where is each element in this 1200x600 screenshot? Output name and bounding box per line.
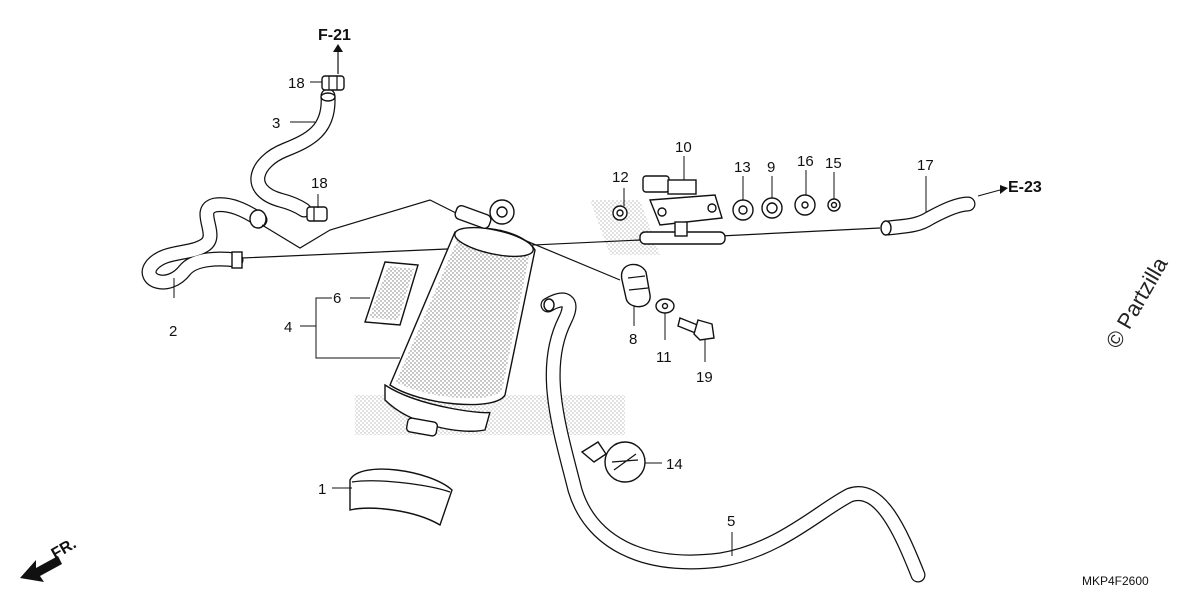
watermark-text: © Partzilla [1101,252,1173,352]
hose-clip-upper [321,75,345,91]
collar-part-15 [827,198,841,212]
callout-18-upper: 18 [288,75,305,92]
callout-16: 16 [797,153,814,170]
callout-14: 14 [666,456,683,473]
callout-15: 15 [825,155,842,172]
callout-19: 19 [696,369,713,386]
callout-6: 6 [333,290,341,307]
callout-17: 17 [917,157,934,174]
cushion-part-6 [364,261,419,326]
hose-clamp-part-14 [580,441,646,483]
callout-12: 12 [612,169,629,186]
collar-part-11 [655,298,675,314]
front-arrow-icon [20,556,62,582]
callout-9: 9 [767,159,775,176]
callout-4: 4 [284,319,292,336]
canister-part-4 [384,199,536,437]
canister-band-part-1 [349,468,453,527]
washer-part-16 [794,194,816,216]
callout-8: 8 [629,331,637,348]
hose-clip-lower [306,206,328,222]
reference-arrows [333,44,1008,194]
leader-lines [173,81,1001,556]
callout-5: 5 [727,513,735,530]
diagram-code: MKP4F2600 [1082,574,1149,588]
callout-3: 3 [272,115,280,132]
purge-valve-part-10 [639,175,726,245]
vent-hose-part-3 [250,88,336,218]
drain-hose-part-5 [540,292,926,583]
breather-hose-part-2 [141,197,268,290]
washer-part-9 [761,197,783,219]
routing-lines [241,199,881,281]
bolt-part-19 [677,317,715,341]
callout-18-lower: 18 [311,175,328,192]
ref-top-label: F-21 [318,27,351,44]
grommet-part-13 [732,199,754,221]
ref-right-label: E-23 [1008,179,1042,196]
grommet-part-8 [620,263,651,308]
callout-10: 10 [675,139,692,156]
callout-11: 11 [656,349,672,366]
callout-2: 2 [169,323,177,340]
hose-part-17 [880,196,976,236]
callout-1: 1 [318,481,326,498]
nut-part-12 [612,205,628,221]
callout-13: 13 [734,159,751,176]
